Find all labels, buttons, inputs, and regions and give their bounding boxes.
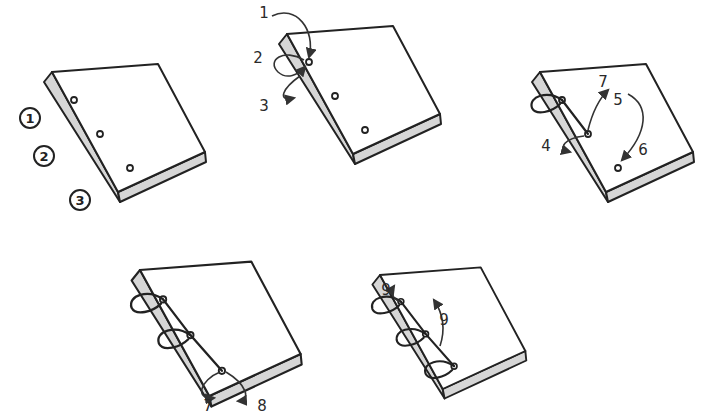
callout-number: 6 <box>638 141 648 159</box>
step-circle: 3 <box>69 189 91 211</box>
binding-hole <box>71 97 77 103</box>
step-number: 3 <box>75 193 84 208</box>
callout-number: 9 <box>439 311 449 329</box>
step-arrow <box>392 286 400 302</box>
step-arrow <box>274 55 305 76</box>
step-arrow <box>202 372 220 398</box>
thread-loop <box>531 95 562 112</box>
book-cover <box>140 262 301 396</box>
callout-number: 7 <box>203 397 213 415</box>
thread-stitch <box>562 100 588 134</box>
binding-hole <box>97 131 103 137</box>
thread-stitch <box>163 299 222 370</box>
callout-number: 2 <box>253 49 263 67</box>
book-cover <box>380 267 525 389</box>
binding-hole <box>306 59 312 65</box>
step-arrow <box>283 76 300 99</box>
step-arrow <box>563 136 584 152</box>
callout-number: 4 <box>541 137 551 155</box>
book-cover <box>52 64 205 192</box>
binding-hole <box>615 165 621 171</box>
book-1 <box>44 64 206 202</box>
thread-loop <box>425 361 454 378</box>
thread-loop <box>397 329 426 346</box>
callout-number: 8 <box>257 397 267 415</box>
thread-loop <box>158 330 190 348</box>
book-5 <box>372 267 526 398</box>
book-2 <box>279 26 441 164</box>
binding-hole <box>362 127 368 133</box>
thread-loop <box>131 294 163 312</box>
step-circle: 1 <box>19 107 41 129</box>
step-arrow <box>272 13 310 57</box>
callout-number: 5 <box>613 91 623 109</box>
book-4 <box>131 262 302 407</box>
step-arrow <box>226 372 246 401</box>
step-arrow <box>588 90 608 130</box>
callout-number: 7 <box>598 73 608 91</box>
step-circle: 2 <box>33 145 55 167</box>
step-number: 2 <box>39 149 48 164</box>
book-3 <box>531 64 694 202</box>
book-cover <box>540 64 693 192</box>
step-number: 1 <box>25 111 34 126</box>
binding-hole <box>127 165 133 171</box>
thread-stitch <box>401 302 454 367</box>
callout-number: 3 <box>259 97 269 115</box>
callout-number: 9 <box>381 281 391 299</box>
callout-number: 1 <box>259 4 269 22</box>
binding-hole <box>332 93 338 99</box>
